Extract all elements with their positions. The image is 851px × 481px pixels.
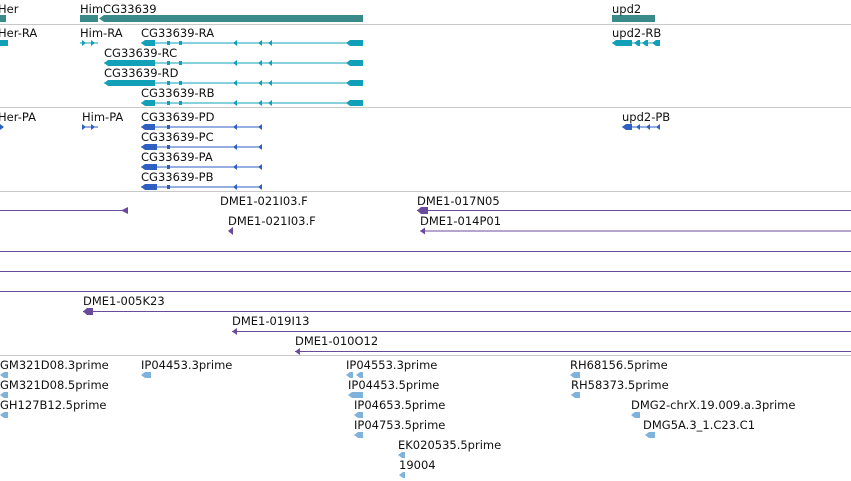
transcript-label-upd2-rb: upd2-RB — [612, 26, 662, 40]
transcript-cg33639-rd[interactable] — [104, 80, 363, 86]
clone-label-dme1-017n05: DME1-017N05 — [417, 194, 500, 208]
clone-track — [0, 207, 851, 355]
transcript-label-cg33639-rd: CG33639-RD — [104, 66, 179, 80]
protein-label-cg33639-pd: CG33639-PD — [141, 110, 215, 124]
clone-dme1-019i13[interactable] — [232, 328, 851, 335]
protein-upd2-pb[interactable] — [622, 124, 660, 130]
transcript-label-her-ra: Her-RA — [0, 26, 38, 40]
est-label-19004: 19004 — [399, 458, 436, 472]
est-label-ek020535-5prime: EK020535.5prime — [398, 438, 502, 452]
protein-track — [0, 124, 660, 190]
protein-cg33639-pa[interactable] — [141, 164, 262, 170]
transcript-him-ra[interactable] — [80, 40, 98, 46]
est-ek020535-5prime[interactable] — [398, 452, 405, 458]
est-label-ip04553-3prime: IP04553.3prime — [346, 358, 438, 372]
clone-label-dme1-021i03-f-top: DME1-021I03.F — [220, 194, 308, 208]
est-track — [0, 372, 655, 478]
est-gm321d08-5prime[interactable] — [0, 392, 8, 398]
est-label-ip04453-5prime: IP04453.5prime — [348, 378, 440, 392]
protein-her-pa[interactable] — [0, 124, 4, 130]
transcript-label-cg33639-ra: CG33639-RA — [141, 26, 215, 40]
est-19004[interactable] — [399, 472, 405, 478]
gene-track — [0, 15, 655, 22]
est-gh127b12-5prime[interactable] — [0, 412, 8, 418]
clone-label-dme1-010o12: DME1-010O12 — [295, 334, 379, 348]
transcript-cg33639-rc[interactable] — [104, 60, 363, 66]
gene-label-her: Her — [0, 2, 19, 16]
protein-label-her-pa: Her-PA — [0, 110, 36, 124]
protein-cg33639-pb[interactable] — [141, 184, 262, 190]
protein-cg33639-pc[interactable] — [141, 144, 262, 150]
transcript-cg33639-rb[interactable] — [141, 100, 363, 106]
transcript-label-cg33639-rc: CG33639-RC — [104, 46, 178, 60]
clone-label-dme1-014p01: DME1-014P01 — [420, 214, 502, 228]
transcript-her-ra[interactable] — [0, 40, 8, 46]
est-label-gm321d08-5prime: GM321D08.5prime — [0, 378, 109, 392]
est-gm321d08-3prime[interactable] — [0, 372, 8, 378]
gene-label-upd2: upd2 — [612, 2, 642, 16]
est-ip04453-5prime[interactable] — [348, 392, 363, 398]
est-rh68156-5prime[interactable] — [570, 372, 580, 378]
protein-label-cg33639-pc: CG33639-PC — [141, 130, 214, 144]
transcript-upd2-rb[interactable] — [612, 40, 660, 46]
transcript-label-him-ra: Him-RA — [80, 26, 123, 40]
est-ip04753-5prime[interactable] — [354, 432, 363, 438]
est-label-dmg2-chrx-19-009-a-3prime: DMG2-chrX.19.009.a.3prime — [631, 398, 796, 412]
est-dmg2-chrx-19-009-a-3prime[interactable] — [631, 412, 640, 418]
est-label-gh127b12-5prime: GH127B12.5prime — [0, 398, 107, 412]
clone-label-dme1-019i13: DME1-019I13 — [232, 314, 310, 328]
mrna-track — [0, 40, 660, 106]
protein-label-him-pa: Him-PA — [82, 110, 124, 124]
clone-dme1-010o12[interactable] — [295, 348, 851, 355]
est-label-rh68156-5prime: RH68156.5prime — [570, 358, 668, 372]
gene-cg33639[interactable] — [99, 15, 363, 22]
est-ip04453-3prime[interactable] — [141, 372, 151, 378]
est-label-rh58373-5prime: RH58373.5prime — [571, 378, 669, 392]
gene-her[interactable] — [0, 15, 6, 22]
clone-dme1-014p01[interactable] — [420, 227, 851, 235]
est-label-ip04453-3prime: IP04453.3prime — [141, 358, 233, 372]
clone-label-dme1-021i03-f: DME1-021I03.F — [228, 214, 316, 228]
protein-him-pa[interactable] — [82, 124, 98, 130]
clone-label-dme1-005k23: DME1-005K23 — [83, 294, 165, 308]
est-label-ip04753-5prime: IP04753.5prime — [354, 418, 446, 432]
est-label-dmg5a-3-1-c23-c1: DMG5A.3_1.C23.C1 — [643, 418, 756, 432]
track-dividers — [0, 24, 851, 356]
protein-label-cg33639-pa: CG33639-PA — [141, 150, 213, 164]
clone-dme1-017n05[interactable] — [417, 207, 851, 214]
est-rh58373-5prime[interactable] — [571, 392, 580, 398]
est-ip04553-3prime[interactable] — [346, 372, 363, 378]
est-ip04653-5prime[interactable] — [354, 412, 363, 418]
protein-label-upd2-pb: upd2-PB — [622, 110, 671, 124]
clone-dme1-021i03-f[interactable] — [228, 227, 233, 235]
est-label-gm321d08-3prime: GM321D08.3prime — [0, 358, 109, 372]
protein-cg33639-pd[interactable] — [141, 124, 262, 130]
clone-dme1-005k23[interactable] — [83, 308, 851, 315]
protein-label-cg33639-pb: CG33639-PB — [141, 170, 214, 184]
transcript-cg33639-ra[interactable] — [141, 40, 363, 46]
est-dmg5a-3-1-c23-c1[interactable] — [645, 432, 655, 438]
gene-upd2[interactable] — [612, 15, 655, 22]
est-label-ip04653-5prime: IP04653.5prime — [354, 398, 446, 412]
gene-him[interactable] — [80, 15, 98, 22]
clone-left-span[interactable] — [0, 207, 128, 214]
gene-label-him-cg33639: HimCG33639 — [80, 2, 157, 16]
transcript-label-cg33639-rb: CG33639-RB — [141, 86, 215, 100]
